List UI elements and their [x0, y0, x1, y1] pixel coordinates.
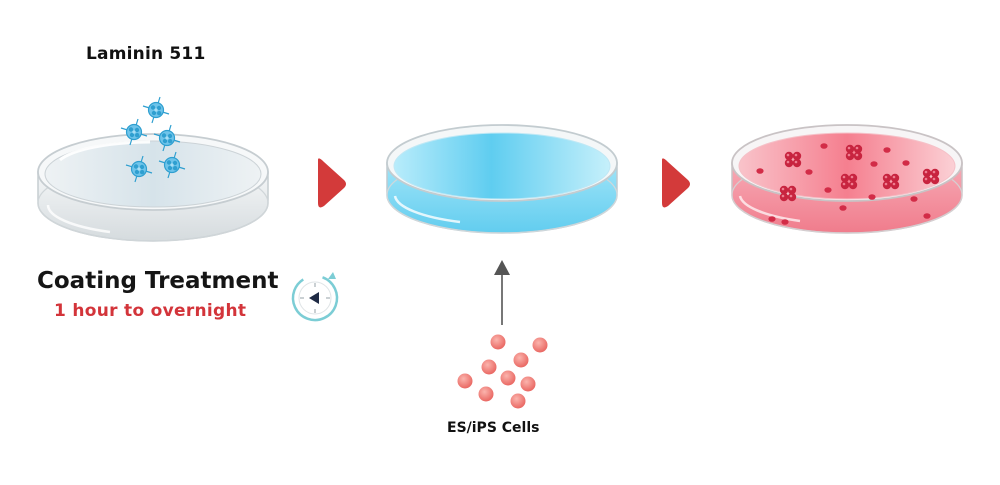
coating-dish	[37, 133, 269, 242]
arrow-right-icon	[318, 158, 346, 208]
cell-icon	[510, 393, 526, 409]
single-cells	[756, 143, 931, 225]
cell-icon	[457, 373, 473, 389]
cell-icon	[520, 376, 536, 392]
laminin-label: Laminin 511	[86, 44, 206, 64]
arrow-right-icon	[662, 158, 690, 208]
cell-icon	[500, 370, 516, 386]
coating-treatment-title: Coating Treatment	[37, 268, 279, 294]
coated-dish	[386, 124, 618, 234]
cells-cluster	[457, 334, 548, 409]
arrow-up-icon	[494, 260, 510, 325]
cell-icon	[490, 334, 506, 350]
laminin-molecule-icon	[142, 96, 170, 124]
cell-icon	[478, 386, 494, 402]
cells-label: ES/iPS Cells	[447, 420, 540, 436]
cell-icon	[513, 352, 529, 368]
cell-icon	[532, 337, 548, 353]
timer-icon	[291, 272, 339, 322]
cell-icon	[481, 359, 497, 375]
coating-duration: 1 hour to overnight	[54, 301, 247, 321]
culture-dish	[731, 124, 963, 234]
